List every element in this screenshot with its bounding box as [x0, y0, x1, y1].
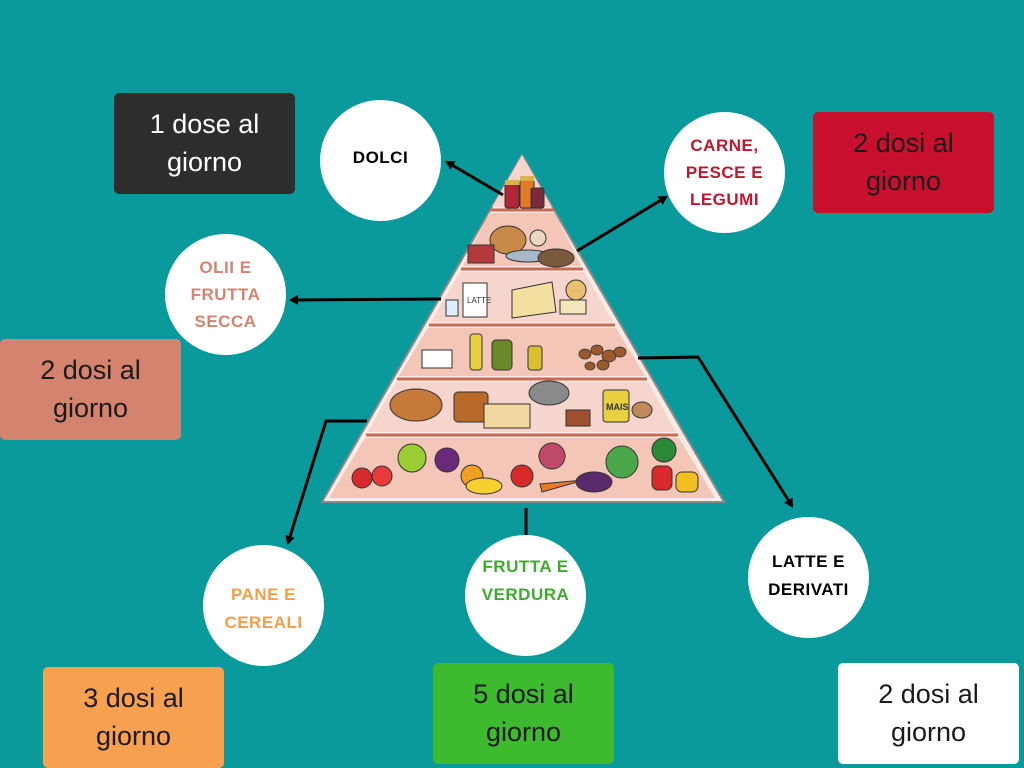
fruit-vegetables-icon: [351, 437, 699, 495]
frutta-label-line-2: VERDURA: [481, 584, 570, 604]
svg-text:LATTE: LATTE: [467, 296, 491, 305]
dolci-dose-line-1: 1 dose al: [149, 109, 260, 140]
carne-dose-line-1: 2 dosi al: [853, 128, 954, 159]
dolci-circle: DOLCI: [320, 100, 441, 221]
olii-label-line-1: OLII E: [199, 257, 252, 277]
dolci-dose-line-2: giorno: [166, 146, 243, 177]
latte-dose-box: 2 dosi al giorno: [838, 663, 1019, 764]
latte-circle: LATTE E DERIVATI: [748, 517, 869, 638]
frutta-circle: FRUTTA E VERDURA: [465, 535, 586, 656]
svg-text:MAIS: MAIS: [606, 402, 629, 412]
carne-label-line-1: CARNE,: [690, 135, 759, 155]
olii-dose-line-2: giorno: [52, 392, 129, 423]
frutta-label-line-1: FRUTTA E: [482, 557, 569, 577]
frutta-dose-box: 5 dosi al giorno: [433, 663, 614, 764]
jam-jars-icon: [504, 176, 545, 209]
meat-fish-icon: [467, 225, 575, 268]
latte-dose-line-1: 2 dosi al: [878, 679, 979, 710]
frutta-dose-line-2: giorno: [485, 716, 562, 747]
arrow-carne: [576, 195, 668, 253]
bread-cereals-icon: MAIS: [389, 380, 653, 429]
food-pyramid: LATTE: [320, 153, 726, 503]
dolci-dose-box: 1 dose al giorno: [114, 93, 295, 194]
olii-label-line-3: SECCA: [194, 312, 257, 332]
milk-cheese-icon: LATTE: [445, 279, 587, 319]
pane-label-line-2: CEREALI: [224, 612, 303, 632]
olii-dose-line-1: 2 dosi al: [40, 355, 141, 386]
oil-nuts-icon: [421, 333, 627, 371]
frutta-dose-line-1: 5 dosi al: [473, 679, 574, 710]
pane-dose-box: 3 dosi al giorno: [43, 667, 224, 768]
carne-label-line-3: LEGUMI: [689, 190, 760, 210]
arrow-dolci: [445, 160, 504, 197]
olii-circle: OLII E FRUTTA SECCA: [165, 234, 286, 355]
pane-circle: PANE E CEREALI: [203, 545, 324, 666]
dolci-label: DOLCI: [352, 147, 409, 167]
arrow-olii: [289, 294, 442, 305]
olii-dose-box: 2 dosi al giorno: [0, 339, 181, 440]
pane-label-line-1: PANE E: [230, 585, 297, 605]
pane-dose-line-1: 3 dosi al: [83, 683, 184, 714]
latte-label-line-1: LATTE E: [771, 552, 846, 572]
carne-label-line-2: PESCE E: [685, 162, 764, 182]
carne-circle: CARNE, PESCE E LEGUMI: [664, 112, 785, 233]
olii-label-line-2: FRUTTA: [190, 284, 261, 304]
arrow-pane: [285, 419, 367, 545]
latte-label-line-2: DERIVATI: [768, 579, 849, 599]
arrow-latte: [637, 355, 794, 508]
carne-dose-box: 2 dosi al giorno: [813, 112, 994, 213]
latte-dose-line-2: giorno: [890, 716, 967, 747]
carne-dose-line-2: giorno: [865, 165, 942, 196]
pane-dose-line-2: giorno: [95, 720, 172, 751]
